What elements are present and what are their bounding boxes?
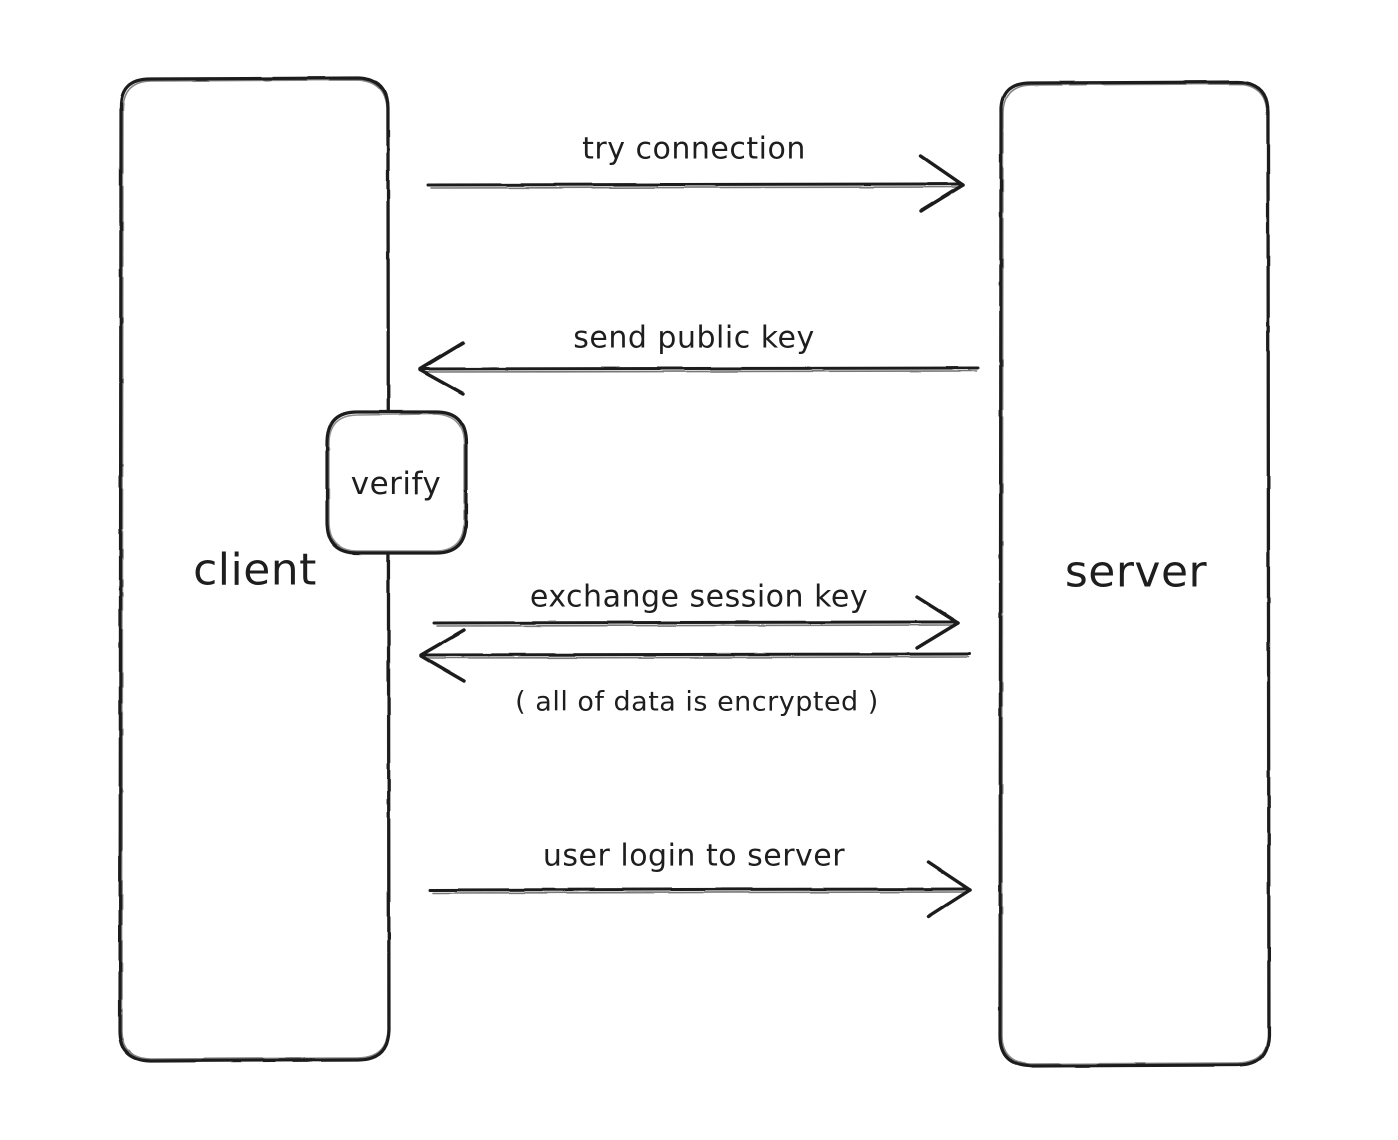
- participant-box-client: [118, 76, 391, 1063]
- participant-label-client: client: [193, 544, 317, 596]
- participant-label-server: server: [1064, 546, 1208, 598]
- participant-box-server: [998, 80, 1271, 1068]
- message-arrow-1: [426, 154, 965, 213]
- message-label-2: send public key: [573, 320, 815, 356]
- message-arrow-3: [432, 595, 960, 650]
- activation-box-verify: [325, 410, 468, 555]
- message-label-5: user login to server: [542, 838, 846, 874]
- message-label-3: exchange session key: [529, 579, 869, 615]
- note-label-encryption: ( all of data is encrypted ): [515, 686, 879, 718]
- message-label-1: try connection: [582, 131, 806, 167]
- activation-label-verify: verify: [350, 466, 442, 502]
- message-arrow-2: [418, 341, 980, 396]
- message-arrow-5: [428, 860, 972, 919]
- message-arrow-4: [419, 628, 972, 683]
